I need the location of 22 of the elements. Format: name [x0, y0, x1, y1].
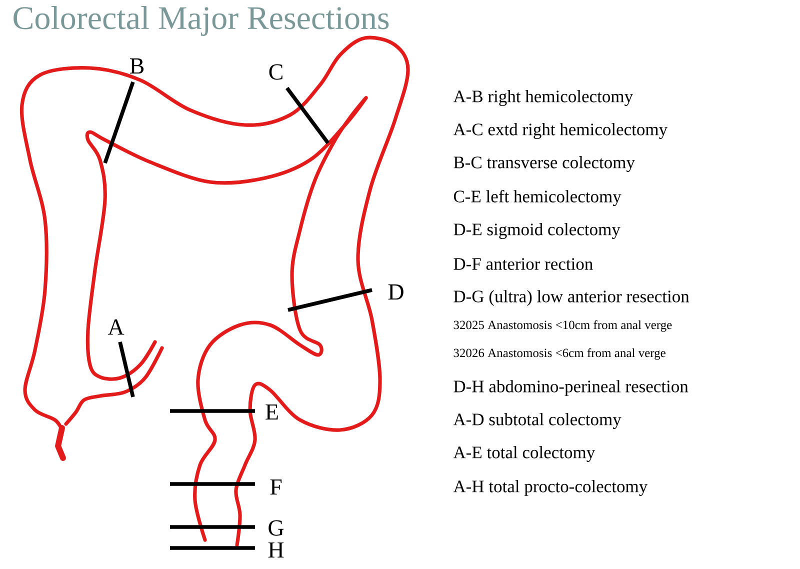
list-item: D-E sigmoid colectomy [454, 223, 620, 239]
title: Colorectal Major Resections [14, 6, 389, 36]
list-item: A-B right hemicolectomy [453, 90, 633, 106]
cut-letter: H [268, 542, 284, 558]
cut-letter: C [269, 64, 282, 80]
list-item: B-C transverse colectomy [454, 156, 635, 172]
list-item: C-E left hemicolectomy [454, 190, 622, 206]
cut-letter: B [130, 58, 144, 74]
list-item: 32025 Anastomosis <10cm from anal verge [454, 320, 672, 332]
list-item: 32026 Anastomosis <6cm from anal verge [454, 348, 666, 360]
list-item: A-H total procto-colectomy [453, 480, 648, 496]
list-item: D-H abdomino-perineal resection [454, 380, 688, 396]
cut-letter: E [266, 404, 278, 420]
list-item: D-F anterior rection [454, 258, 593, 270]
cut-letter: A [108, 319, 124, 335]
cut-letter: D [388, 284, 404, 300]
list-item: A-E total colectomy [453, 446, 596, 462]
cut-letter: G [268, 520, 284, 536]
list-item: D-G (ultra) low anterior resection [454, 290, 690, 306]
list-item: A-C extd right hemicolectomy [453, 123, 668, 139]
list-item: A-D subtotal colectomy [453, 413, 622, 429]
cut-letter: F [270, 479, 282, 495]
